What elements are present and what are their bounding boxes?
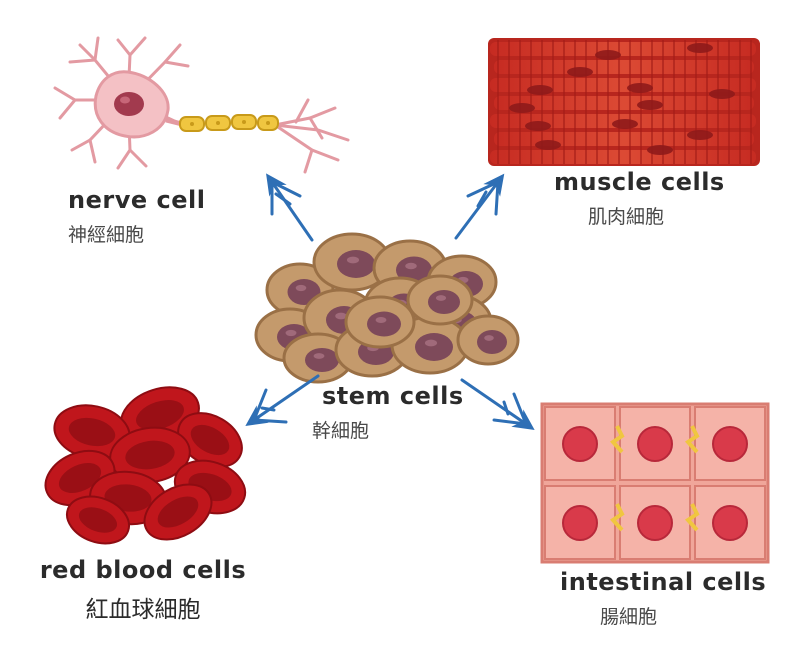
muscle-cells-illustration <box>488 38 760 166</box>
intestinal-cells-illustration <box>540 402 770 564</box>
nerve-cell-zh: 神經細胞 <box>68 224 145 246</box>
stem-cells-illustration <box>254 232 520 384</box>
stem-cells-zh: 幹細胞 <box>312 420 370 442</box>
arrow-to-muscle-cells <box>454 173 505 240</box>
arrow-to-nerve-cell <box>266 173 314 242</box>
nerve-cell-illustration <box>53 36 350 174</box>
red-blood-cells-zh: 紅血球細胞 <box>85 597 201 623</box>
arrows <box>245 173 535 430</box>
muscle-cells-en: muscle cells <box>554 168 725 196</box>
red-blood-cells-illustration <box>44 386 247 545</box>
muscle-cells-zh: 肌肉細胞 <box>588 206 665 228</box>
nerve-cell-label: nerve cell 神經細胞 <box>68 186 205 247</box>
arrow-to-red-blood-cells <box>245 374 320 426</box>
arrow-to-intestinal-cells <box>460 378 535 430</box>
intestinal-cells-en: intestinal cells <box>560 568 767 596</box>
nerve-cell-en: nerve cell <box>68 186 206 214</box>
stem-cells-en: stem cells <box>322 382 464 410</box>
stem-cells-label: stem cells 幹細胞 <box>312 382 464 443</box>
red-blood-cells-label: red blood cells 紅血球細胞 <box>38 556 248 624</box>
red-blood-cells-en: red blood cells <box>39 556 247 584</box>
muscle-cells-label: muscle cells 肌肉細胞 <box>554 168 725 229</box>
intestinal-cells-label: intestinal cells 腸細胞 <box>560 568 766 629</box>
intestinal-cells-zh: 腸細胞 <box>600 606 658 628</box>
